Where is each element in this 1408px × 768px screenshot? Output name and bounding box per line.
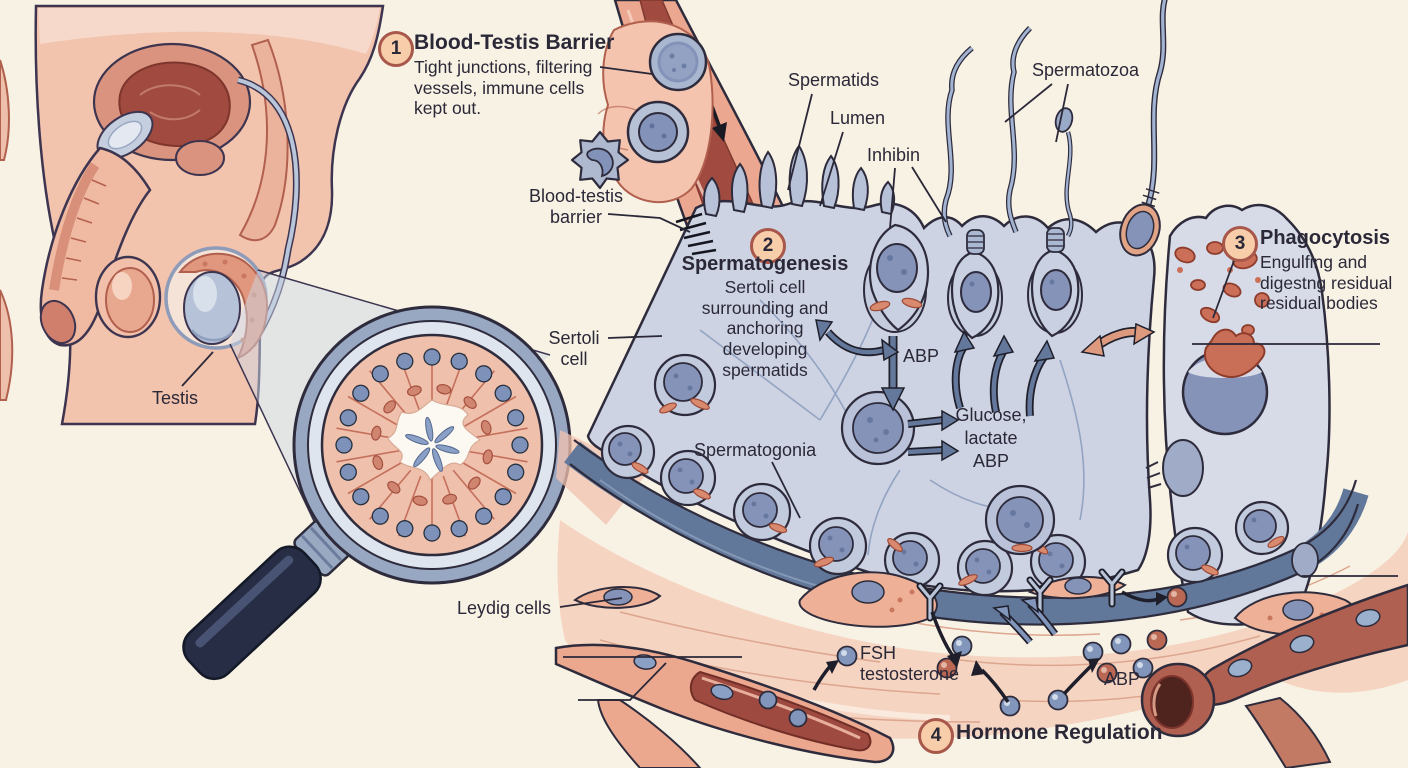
membrane-receptors <box>916 568 1126 622</box>
label-fsh-testosterone: FSH testosterone <box>860 643 960 685</box>
blood-vessel-bottom-right <box>1140 583 1408 768</box>
section-desc-phagocytosis: Engulfing and digestng residual residual… <box>1260 252 1393 314</box>
germ-cells <box>600 0 1319 597</box>
section-badge-1: 1 <box>378 31 414 67</box>
fsh-dots-blue <box>758 633 1154 728</box>
badge-3-number: 3 <box>1234 233 1246 254</box>
badge-2-number: 2 <box>762 235 774 256</box>
label-lumen: Lumen <box>830 108 886 128</box>
label-spermatogonia: Spermatogonia <box>694 440 817 460</box>
section-badge-3: 3 <box>1222 226 1258 262</box>
tubule-inner-cells <box>371 384 493 506</box>
label-inhibin: Inhibin <box>867 145 921 165</box>
tubule-sperm-slivers <box>405 416 460 472</box>
label-leydig-cells: Leydig cells <box>457 598 552 618</box>
spermatogonia-cells <box>600 353 1290 597</box>
badge-1-number: 1 <box>390 38 402 59</box>
testosterone-dots-red <box>936 586 1188 684</box>
section-badge-2: 2 <box>750 228 786 264</box>
spermatid-cells <box>863 223 1083 340</box>
label-spermatozoa: Spermatozoa <box>1032 60 1140 80</box>
label-abp-mid: ABP <box>903 346 940 366</box>
hormone-molecules <box>758 586 1188 728</box>
section-title-spermatogenesis: Spermatogenesis <box>681 253 849 275</box>
label-spermatids: Spermatids <box>788 70 880 90</box>
immune-cells-pouch <box>570 20 714 204</box>
section-desc-spermatogenesis: Sertoli cell surrounding and anchoring d… <box>701 277 829 380</box>
apical-tufts <box>703 144 896 218</box>
magnifier-handle <box>182 519 350 681</box>
tubule-lumen <box>387 399 482 482</box>
section-title-blood-testis-barrier: Blood-Testis Barrier <box>414 31 615 54</box>
section-badge-4: 4 <box>918 718 954 754</box>
spermatozoa-figures <box>941 0 1168 257</box>
spermatocyte-cells <box>840 390 1056 556</box>
label-testis: Testis <box>152 388 199 408</box>
badge-4-number: 4 <box>930 725 942 746</box>
leader-lines <box>181 66 1398 701</box>
residual-bodies <box>1162 241 1319 578</box>
label-blood-testis-barrier: Blood-testis barrier <box>528 186 624 228</box>
magnifying-glass <box>182 305 572 681</box>
process-arrows <box>812 319 1168 703</box>
engulfed-residual-body <box>1204 328 1266 378</box>
section-desc-blood-testis-barrier: Tight junctions, filtering vessels, immu… <box>414 57 593 119</box>
leydig-cell-group <box>573 571 1356 636</box>
section-title-hormone-regulation: Hormone Regulation <box>956 721 1163 744</box>
tubule-spermatogonia-ring <box>335 348 529 542</box>
label-sertoli-cell: Sertoli cell <box>548 328 600 370</box>
label-glucose-lactate-abp: Glucose, lactate ABP <box>955 405 1027 472</box>
section-title-phagocytosis: Phagocytosis <box>1260 227 1391 249</box>
label-abp-bottom: ABP <box>1104 669 1141 689</box>
